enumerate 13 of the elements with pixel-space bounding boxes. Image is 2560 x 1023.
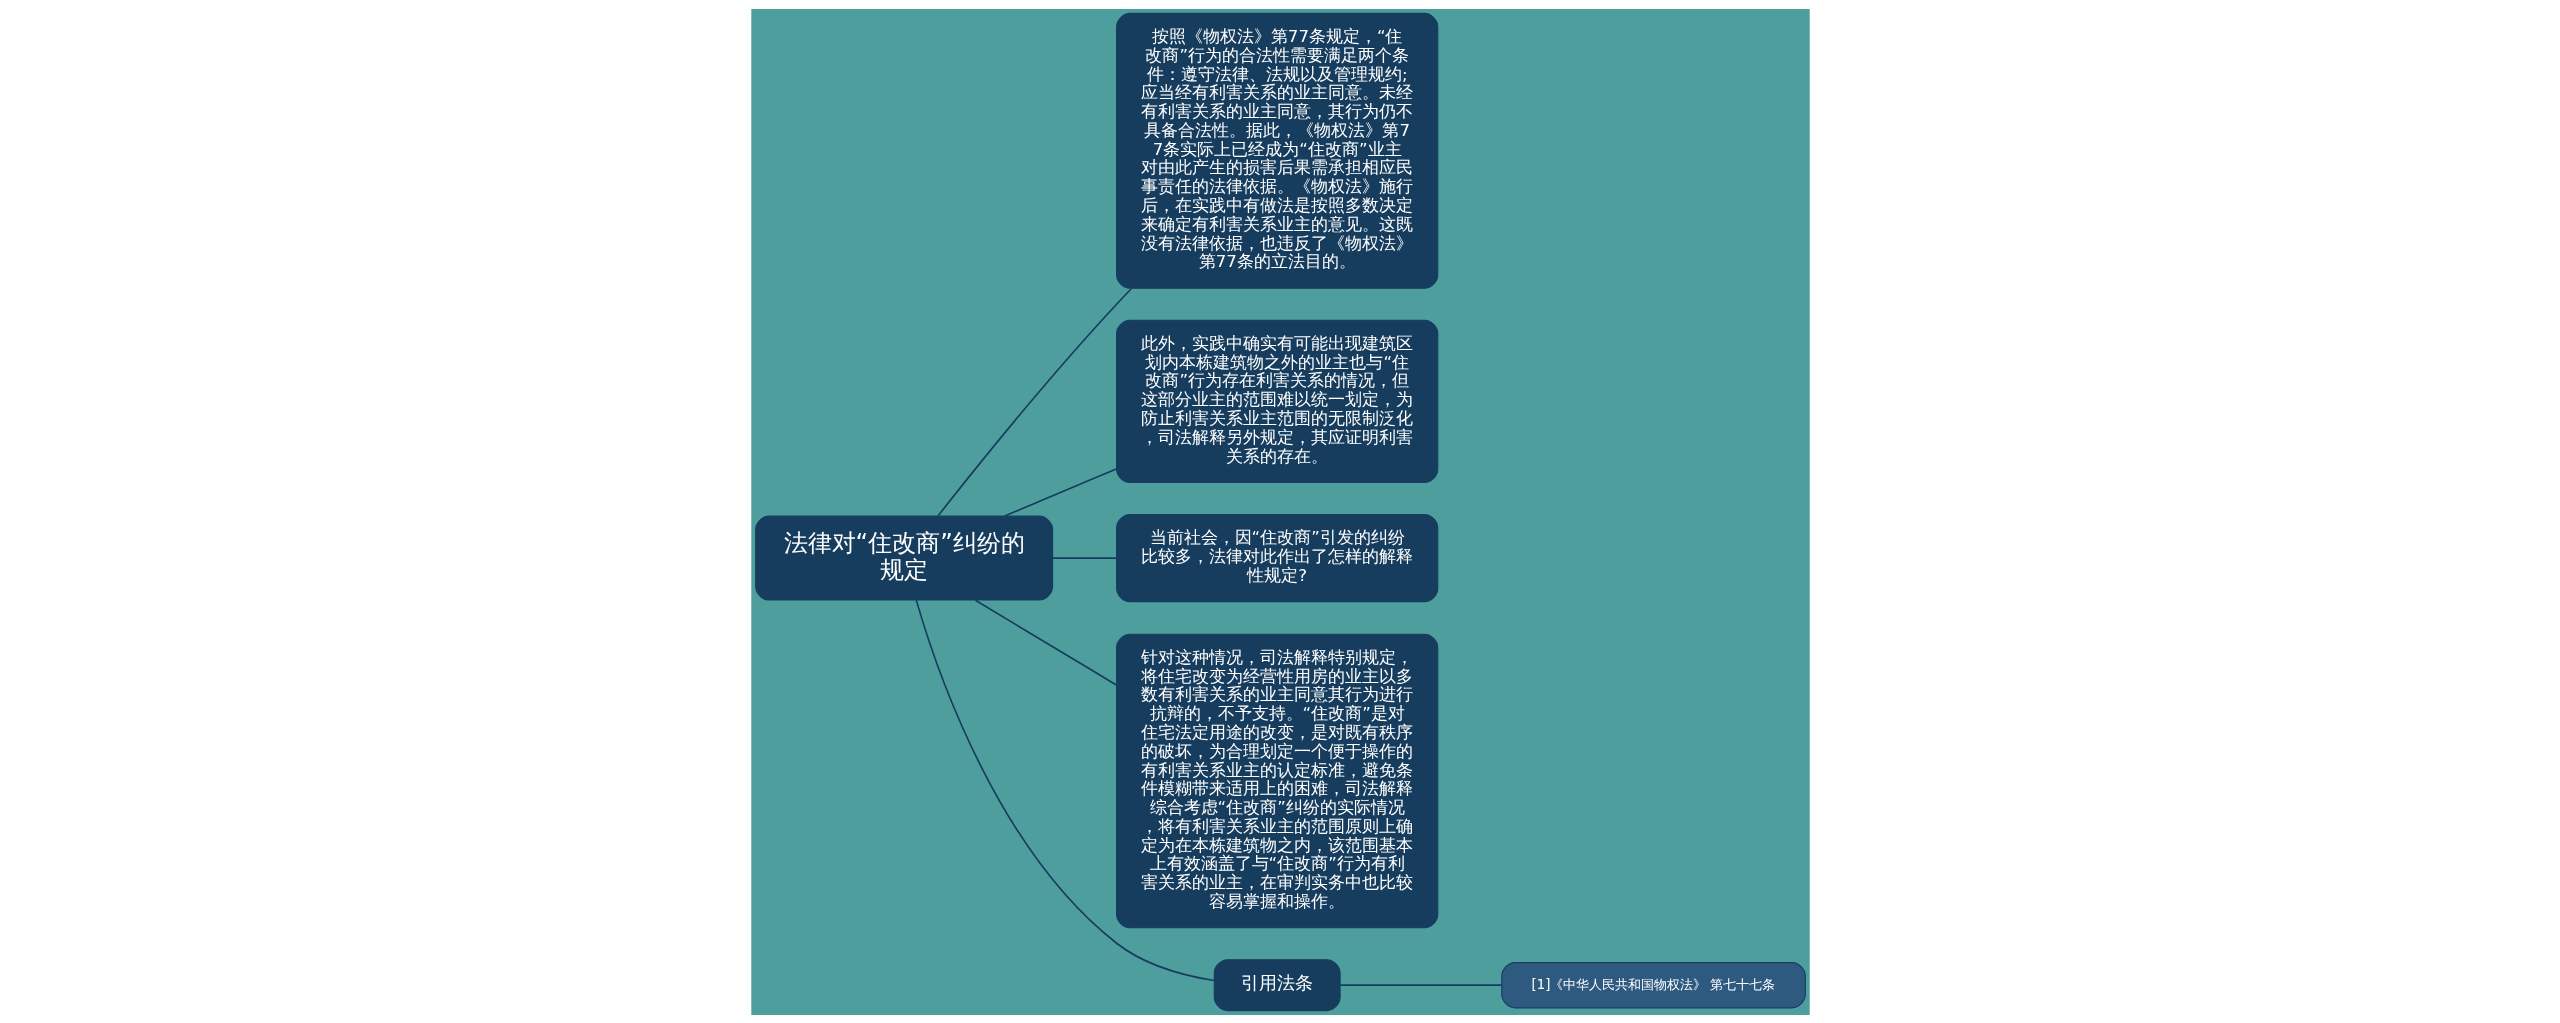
connector xyxy=(1003,467,1117,517)
connector xyxy=(914,598,1215,981)
node-box: 法律对“住改商”纠纷的规定 xyxy=(754,515,1053,601)
connector xyxy=(974,598,1117,686)
connector xyxy=(1051,556,1117,559)
connector xyxy=(936,287,1132,517)
node-box: 按照《物权法》第77条规定，“住改商”行为的合法性需要满足两个条件：遵守法律、法规以及管理规约;应当经有利害关系的业主同意。未经有利害关系的业主同意，其行为仍不具备合法性。据此，《物权法》第77条实际上已经成为“住改商”业主对由此产生的损害后果需承担相应民事责任的法律依据。《物权法》施行后，在实践中有做法是按照多数决定来确定有利害关系业主的意见。这既没有法律依据，也违反了《物权法》第77条的立法目的。 xyxy=(1115,12,1438,289)
node-box: 针对这种情况，司法解释特别规定，将住宅改变为经营性用房的业主以多数有利害关系的业主同意其行为进行抗辩的，不予支持。“住改商”是对住宅法定用途的改变，是对既有秩序的破坏，为合理划定一个便于操作的有利害关系业主的认定标准，避免条件模糊带来适用上的困难，司法解释综合考虑“住改商”纠纷的实际情况，将有利害关系业主的范围原则上确定为在本栋建筑物之内，该范围基本上有效涵盖了与“住改商”行为有利害关系的业主，在审判实务中也比较容易掌握和操作。 xyxy=(1115,633,1438,928)
node-box: [1]《中华人民共和国物权法》 第七十七条 xyxy=(1500,961,1806,1008)
node-box: 此外，实践中确实有可能出现建筑区划内本栋建筑物之外的业主也与“住改商”行为存在利害关系的情况，但这部分业主的范围难以统一划定，为防止利害关系业主范围的无限制泛化，司法解释另外规定，其应证明利害关系的存在。 xyxy=(1115,319,1438,483)
node-box: 当前社会，因“住改商”引发的纠纷比较多，法律对此作出了怎样的解释性规定? xyxy=(1115,513,1438,602)
node-box: 引用法条 xyxy=(1213,958,1341,1011)
connector xyxy=(1339,983,1502,986)
